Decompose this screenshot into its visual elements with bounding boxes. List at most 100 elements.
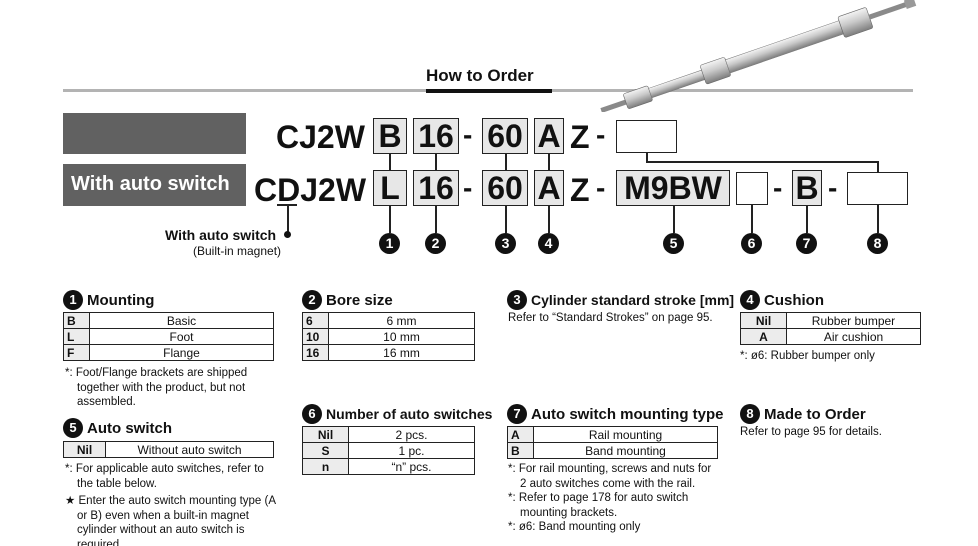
section-title: Bore size (326, 291, 393, 309)
connector-bore (435, 154, 437, 170)
code-cell: A (507, 426, 534, 443)
row2-options-box (847, 172, 908, 205)
row2-switch-box: M9BW (616, 170, 730, 206)
section-title: Made to Order (764, 405, 866, 423)
mounting-notes: *: Foot/Flange brackets are shipped toge… (65, 366, 271, 410)
value-cell: Foot (89, 328, 274, 345)
note: *: For rail mounting, screws and nuts fo… (508, 463, 712, 490)
section-auto-switch-header: 5 Auto switch (63, 418, 172, 438)
code-cell: 10 (302, 328, 329, 345)
leader-6 (751, 205, 753, 233)
connector-mounting (389, 154, 391, 170)
leader-8 (877, 205, 879, 233)
section-num: 1 (63, 290, 83, 310)
section-num: 4 (740, 290, 760, 310)
value-cell: Flange (89, 344, 274, 361)
made-to-order-text: Refer to page 95 for details. (740, 426, 882, 438)
leader-4 (548, 206, 550, 233)
section-mounting-header: 1 Mounting (63, 290, 154, 310)
value-cell: 16 mm (328, 344, 475, 361)
value-cell: 6 mm (328, 312, 475, 329)
leader-7 (806, 206, 808, 233)
connector-options-horizontal (646, 161, 878, 163)
callout-8: 8 (867, 233, 888, 254)
code-cell: 16 (302, 344, 329, 361)
section-num: 8 (740, 404, 760, 424)
stroke-text: Refer to “Standard Strokes” on page 95. (508, 312, 713, 324)
note: ★ Enter the auto switch mounting type (A… (65, 495, 276, 546)
row2-z: Z (570, 172, 590, 208)
callout-2: 2 (425, 233, 446, 254)
code-cell: 6 (302, 312, 329, 329)
connector-options-down (646, 153, 648, 162)
row1-stroke-box: 60 (482, 118, 528, 154)
section-title: Mounting (87, 291, 155, 309)
value-cell: Air cushion (786, 328, 921, 345)
cylinder-illustration (600, 0, 917, 112)
value-cell: “n” pcs. (348, 458, 475, 475)
value-cell: Band mounting (533, 442, 718, 459)
without-switch-label (63, 113, 246, 154)
section-bore-header: 2 Bore size (302, 290, 393, 310)
row1-cushion-box: A (534, 118, 564, 154)
value-cell: 2 pcs. (348, 426, 475, 443)
model-cj2w: CJ2W (276, 119, 365, 155)
row1-options-box (616, 120, 677, 153)
row2-mounting-type-box: B (792, 170, 822, 206)
section-num: 3 (507, 290, 527, 310)
section-title: Auto switch (87, 419, 172, 437)
section-title: Auto switch mounting type (531, 405, 724, 423)
callout-5: 5 (663, 233, 684, 254)
mounting-type-notes: *: For rail mounting, screws and nuts fo… (508, 462, 720, 535)
code-cell: B (507, 442, 534, 459)
leader-2 (435, 206, 437, 233)
code-cell: Nil (740, 312, 787, 329)
leader-1 (389, 206, 391, 233)
section-cushion-header: 4 Cushion (740, 290, 824, 310)
code-cell: B (63, 312, 90, 329)
row2-bore-box: 16 (413, 170, 459, 206)
with-switch-leader (287, 204, 289, 235)
note: *: ø6: Band mounting only (508, 521, 641, 533)
section-title: Number of auto switches (326, 406, 493, 422)
section-mounting-type-header: 7 Auto switch mounting type (507, 404, 724, 424)
callout-3: 3 (495, 233, 516, 254)
row2-dash-4: - (828, 172, 838, 203)
section-num: 7 (507, 404, 527, 424)
value-cell: Without auto switch (105, 441, 274, 458)
note: *: For applicable auto switches, refer t… (65, 463, 264, 490)
note: *: ø6: Rubber bumper only (740, 350, 875, 362)
with-switch-note-label: With auto switch (165, 227, 277, 243)
connector-cushion (548, 154, 550, 170)
model-cdj2w: CDJ2W (254, 172, 367, 208)
code-cell: F (63, 344, 90, 361)
section-num: 5 (63, 418, 83, 438)
value-cell: Basic (89, 312, 274, 329)
code-cell: L (63, 328, 90, 345)
code-cell: Nil (63, 441, 106, 458)
section-title: Cushion (764, 291, 824, 309)
page-title: How to Order (426, 66, 534, 85)
code-cell: S (302, 442, 349, 459)
note: *: Foot/Flange brackets are shipped toge… (65, 367, 248, 408)
table-row: n“n” pcs. (302, 458, 475, 475)
row1-z: Z (570, 119, 590, 155)
row2-dash-1: - (463, 172, 473, 203)
connector-options-up (877, 161, 879, 172)
with-switch-dot (284, 231, 291, 238)
section-made-to-order-header: 8 Made to Order (740, 404, 866, 424)
value-cell: Rail mounting (533, 426, 718, 443)
row2-dash-2: - (596, 172, 606, 203)
